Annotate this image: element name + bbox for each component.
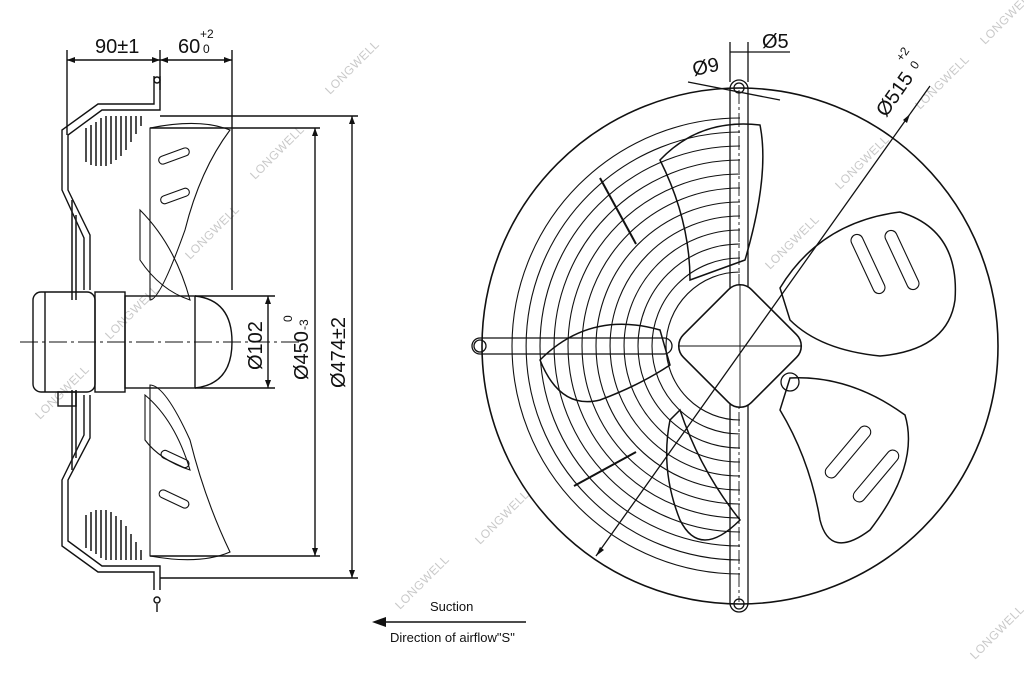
top-dimension-lines [66,50,233,290]
dim-depth-60-lower-tol: 0 [203,42,210,56]
dim-blade-upper-tol: 0 [281,315,295,322]
watermark-text: LONGWELL [967,602,1024,662]
mounting-frame [61,76,161,612]
blade-profile [139,122,231,561]
watermark-text: LONGWELL [832,132,892,192]
front-view [471,42,999,613]
watermark-text: LONGWELL [322,37,382,97]
side-view-labels: 90±1 60 +2 0 Ø102 Ø450 0 -3 Ø474±2 [95,27,350,388]
watermark-text: LONGWELL [762,212,822,272]
watermark-text: LONGWELL [102,282,162,342]
watermark-text: LONGWELL [472,487,532,547]
airflow-annotation: Suction Direction of airflow"S" [372,599,526,645]
fan-blades [539,123,957,544]
hub [677,283,803,409]
front-dimension-lines [595,42,931,557]
dim-depth-90: 90±1 [95,36,139,58]
dim-blade-diameter: Ø450 [291,331,313,380]
dim-blade-lower-tol: -3 [297,319,311,330]
dim-outer-lower-tol: 0 [907,58,922,72]
dim-slot-diameter: Ø5 [762,31,789,53]
front-view-labels: Ø9 Ø5 Ø515 +2 0 [690,31,922,121]
watermark-text: LONGWELL [182,202,242,262]
blade-slots [158,147,190,509]
watermark-text: LONGWELL [977,0,1024,47]
watermark-text: LONGWELL [247,122,307,182]
radial-struts [573,177,637,487]
blade-slots-front [824,229,920,503]
grille-hatching-top [71,116,142,300]
dim-depth-60: 60 [178,36,200,58]
horizontal-strut [471,337,673,355]
airflow-arrowhead [372,617,386,627]
side-view [20,50,358,612]
watermark-text: LONGWELL [912,52,972,112]
airflow-direction-label: Direction of airflow"S" [390,630,515,645]
watermarks: LONGWELL LONGWELL LONGWELL LONGWELL LONG… [32,0,1024,662]
outer-ring [481,87,999,605]
dim-frame-diameter: Ø474±2 [328,317,350,388]
suction-label: Suction [430,599,473,614]
dim-depth-60-upper-tol: +2 [200,27,214,41]
dim-hub-diameter: Ø102 [245,321,267,370]
vertical-dimension-lines [150,115,358,579]
dim-hole-diameter: Ø9 [690,54,721,81]
grille-hatching-bottom [71,390,142,560]
